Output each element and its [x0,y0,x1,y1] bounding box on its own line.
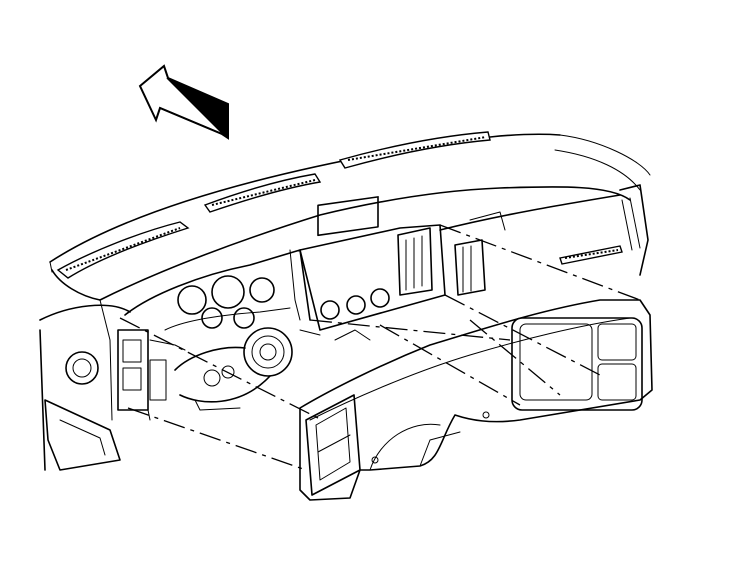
steering-column [174,327,293,411]
instrument-panel-bezel [299,299,653,501]
alignment-lines [119,224,641,471]
left-side-brackets [117,329,167,421]
right-dash-section [439,184,649,276]
instrument-cluster-cavity [124,249,311,351]
defroster-grilles [56,131,491,279]
front-direction-arrow-icon [138,64,229,140]
center-stack [299,196,486,341]
left-dash-section [39,299,131,471]
